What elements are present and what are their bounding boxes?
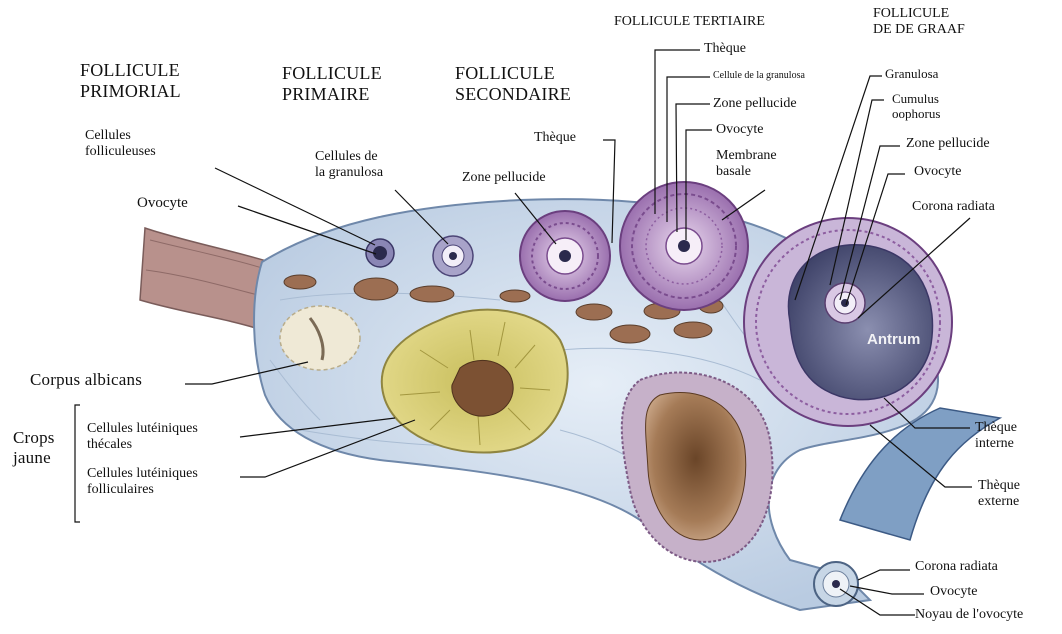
- title-tertiary: FOLLICULE TERTIAIRE: [614, 14, 765, 30]
- label-noyau-ovocyte: Noyau de l'ovocyte: [915, 607, 1023, 623]
- label-theque-secondary: Thèque: [534, 130, 576, 146]
- tertiary-follicle: [620, 182, 748, 310]
- label-granulosa-graaf: Granulosa: [885, 67, 938, 82]
- label-ovocyte-left: Ovocyte: [137, 195, 188, 212]
- label-zone-pellucide-tertiary: Zone pellucide: [713, 96, 797, 112]
- primary-follicle: [433, 236, 473, 276]
- graafian-follicle: [744, 218, 952, 426]
- ovulated-oocyte: [814, 562, 858, 606]
- label-corona-radiata-graaf: Corona radiata: [912, 199, 995, 215]
- label-ovocyte-bottom: Ovocyte: [930, 584, 977, 600]
- label-corona-radiata-bottom: Corona radiata: [915, 559, 998, 575]
- label-antrum: Antrum: [867, 331, 920, 348]
- label-zone-pellucide-graaf: Zone pellucide: [906, 136, 990, 152]
- ovarian-ligament: [140, 228, 270, 330]
- atretic-follicle: [622, 373, 773, 562]
- label-cellule-granulosa-tertiary: Cellule de la granulosa: [713, 70, 805, 82]
- label-ovocyte-graaf: Ovocyte: [914, 164, 961, 180]
- crops-jaune-bracket: [75, 405, 80, 522]
- label-zone-pellucide-secondary: Zone pellucide: [462, 170, 546, 186]
- label-theque-tertiary: Thèque: [704, 41, 746, 57]
- label-corpus-albicans: Corpus albicans: [30, 370, 142, 390]
- secondary-follicle: [520, 211, 610, 301]
- leader-corona-bottom: [858, 570, 910, 580]
- label-ovocyte-tertiary: Ovocyte: [716, 122, 763, 138]
- corpus-albicans: [280, 306, 360, 370]
